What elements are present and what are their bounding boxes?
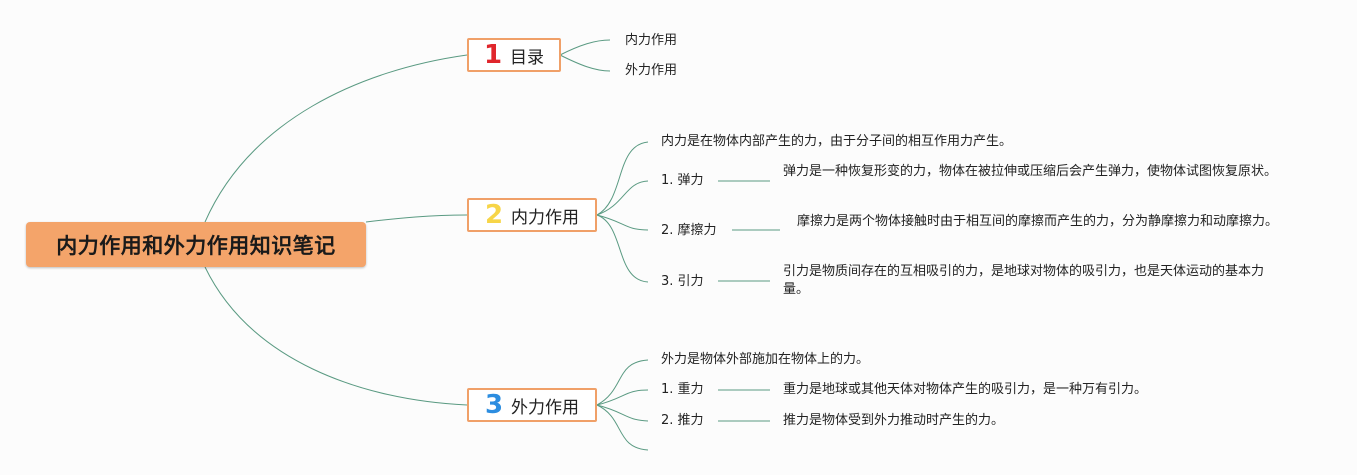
root-topic-label: 内力作用和外力作用知识笔记 <box>56 233 336 258</box>
internal-item-3-detail[interactable]: 引力是物质间存在的互相吸引的力，是地球对物体的吸引力，也是天体运动的基本力量。 <box>783 264 1265 297</box>
link-external-item-2 <box>596 404 649 422</box>
internal-item-3-label[interactable]: 3. 引力 <box>661 274 704 289</box>
number-3-icon: 3 <box>484 390 504 420</box>
internal-item-2-label[interactable]: 2. 摩擦力 <box>661 223 717 238</box>
branch-internal-force[interactable]: 2 内力作用 <box>467 198 597 232</box>
link-external-empty <box>596 404 649 451</box>
link-external-item-1 <box>596 389 649 406</box>
external-item-2-label[interactable]: 2. 推力 <box>661 413 704 428</box>
link-root-to-internal <box>365 214 468 223</box>
branch-external-force-label: 外力作用 <box>511 397 580 418</box>
internal-item-1-detail[interactable]: 弹力是一种恢复形变的力，物体在被拉伸或压缩后会产生弹力，使物体试图恢复原状。 <box>783 164 1278 179</box>
internal-force-intro[interactable]: 内力是在物体内部产生的力，由于分子间的相互作用力产生。 <box>661 134 1013 149</box>
link-toc-item-1 <box>559 39 611 56</box>
number-2-icon: 2 <box>484 200 504 230</box>
internal-item-1-label[interactable]: 1. 弹力 <box>661 173 704 188</box>
root-topic[interactable]: 内力作用和外力作用知识笔记 <box>26 222 366 267</box>
link-internal-item-2 <box>596 214 649 231</box>
internal-item-2-detail[interactable]: 摩擦力是两个物体接触时由于相互间的摩擦而产生的力，分为静摩擦力和动摩擦力。 <box>797 214 1279 229</box>
link-root-to-toc <box>204 54 468 223</box>
link-root-to-external <box>204 266 468 406</box>
toc-item-1[interactable]: 内力作用 <box>625 33 678 48</box>
external-item-2-detail[interactable]: 推力是物体受到外力推动时产生的力。 <box>783 413 1005 428</box>
branch-internal-force-label: 内力作用 <box>511 207 580 228</box>
branch-toc[interactable]: 1 目录 <box>467 38 561 72</box>
link-external-intro <box>596 359 649 406</box>
number-1-icon: 1 <box>483 40 503 70</box>
toc-item-2[interactable]: 外力作用 <box>625 63 678 78</box>
link-internal-item-3 <box>596 214 649 283</box>
branch-toc-label: 目录 <box>510 47 545 68</box>
external-force-intro[interactable]: 外力是物体外部施加在物体上的力。 <box>661 352 870 367</box>
link-internal-item-1 <box>596 180 649 216</box>
link-toc-item-2 <box>559 54 611 72</box>
external-item-1-label[interactable]: 1. 重力 <box>661 382 704 397</box>
branch-external-force[interactable]: 3 外力作用 <box>467 388 597 422</box>
link-internal-intro <box>596 141 649 216</box>
external-item-1-detail[interactable]: 重力是地球或其他天体对物体产生的吸引力，是一种万有引力。 <box>783 382 1148 397</box>
